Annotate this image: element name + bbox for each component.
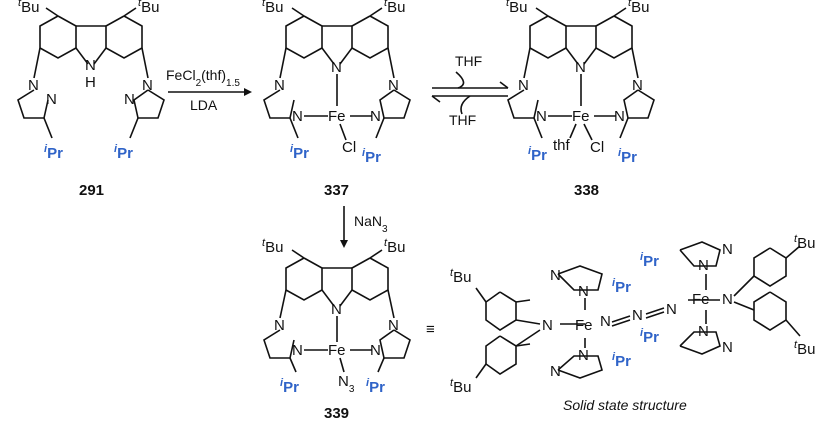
ipr-label-291b: iPr [114,143,133,162]
pyrazole-n-339d: N [370,342,381,359]
ipr-label-337a: iPr [290,143,309,162]
ipr-label-dimer-c: iPr [640,251,659,270]
compound-number-339: 339 [324,405,349,422]
tbu-label-291a: tBu [18,0,39,16]
arrowhead-2 [340,240,348,248]
n-label-azide-1: N [600,313,611,330]
pyrazole-n-dimer-c: N [550,363,561,380]
pyrazole-n-dimer-f: N [722,241,733,258]
n-label-azide-2: N [632,307,643,324]
condition-fecl2: FeCl2(thf)1.5 [166,67,240,89]
fe-label-338: Fe [572,108,590,125]
dimer-structure [475,241,801,379]
nh-label-291: N [85,57,96,74]
pyrazole-n-339b: N [292,342,303,359]
n3-label-339: N3 [338,373,355,395]
tbu-label-dimer-d: tBu [794,339,815,358]
pyrazole-n-339c: N [388,317,399,334]
pyrazole-n-291a: N [28,77,39,94]
pyrazole-n-291c: N [142,77,153,94]
pyrazole-n-dimer-e: N [698,257,709,274]
pyrazole-n-338b: N [536,108,547,125]
tbu-label-291b: tBu [138,0,159,16]
condition-nan3: NaN3 [354,213,388,235]
condition-thf-top: THF [455,53,482,69]
ipr-label-338b: iPr [618,147,637,166]
tbu-label-338b: tBu [628,0,649,16]
tbu-label-338a: tBu [506,0,527,16]
n-label-azide-3: N [666,301,677,318]
h-label-291: H [85,74,96,91]
solid-state-caption: Solid state structure [563,397,687,413]
n-label-339: N [331,301,342,318]
ipr-label-339a: iPr [280,377,299,396]
n-label-338: N [575,59,586,76]
compound-339 [263,249,411,373]
ipr-label-338a: iPr [528,145,547,164]
compound-number-338: 338 [574,182,599,199]
pyrazole-n-dimer-b: N [578,283,589,300]
equivalence-sign: ≡ [426,321,435,338]
ipr-label-337b: iPr [362,147,381,166]
condition-lda: LDA [190,97,218,113]
ipr-label-dimer-b: iPr [612,351,631,370]
arrowhead-1 [244,88,252,96]
fe-label-dimer-b: Fe [692,291,710,308]
pyrazole-n-337c: N [388,77,399,94]
pyrazole-n-337a: N [274,77,285,94]
n-label-dimer-a: N [542,317,553,334]
tbu-label-337b: tBu [384,0,405,16]
pyrazole-n-338c: N [632,77,643,94]
pyrazole-n-338a: N [518,77,529,94]
pyrazole-n-dimer-d: N [578,347,589,364]
fe-label-339: Fe [328,342,346,359]
pyrazole-n-337d: N [370,108,381,125]
pyrazole-n-339a: N [274,317,285,334]
ipr-label-339b: iPr [366,377,385,396]
fe-label-337: Fe [328,108,346,125]
fe-label-dimer-a: Fe [575,317,593,334]
pyrazole-n-291b: N [46,91,57,108]
tbu-label-339a: tBu [262,237,283,256]
pyrazole-n-dimer-h: N [722,339,733,356]
n-label-337: N [331,59,342,76]
compound-number-337: 337 [324,182,349,199]
ipr-label-291a: iPr [44,143,63,162]
condition-thf-bottom: THF [449,112,476,128]
pyrazole-n-dimer-a: N [550,267,561,284]
compound-number-291: 291 [79,182,104,199]
tbu-label-dimer-b: tBu [450,377,471,396]
compound-337 [263,7,411,141]
pyrazole-n-338d: N [614,108,625,125]
tbu-label-339b: tBu [384,237,405,256]
cl-label-337: Cl [342,139,356,156]
pyrazole-n-dimer-g: N [698,323,709,340]
tbu-label-337a: tBu [262,0,283,16]
pyrazole-n-337b: N [292,108,303,125]
cl-label-338: Cl [590,139,604,156]
compound-291 [17,7,165,139]
equilibrium-arrows [431,71,509,115]
compound-338 [507,7,655,141]
n-label-dimer-b: N [722,291,733,308]
tbu-label-dimer-a: tBu [450,267,471,286]
ipr-label-dimer-a: iPr [612,277,631,296]
pyrazole-n-291d: N [124,91,135,108]
thf-label-338: thf [553,137,571,154]
tbu-label-dimer-c: tBu [794,233,815,252]
ipr-label-dimer-d: iPr [640,327,659,346]
